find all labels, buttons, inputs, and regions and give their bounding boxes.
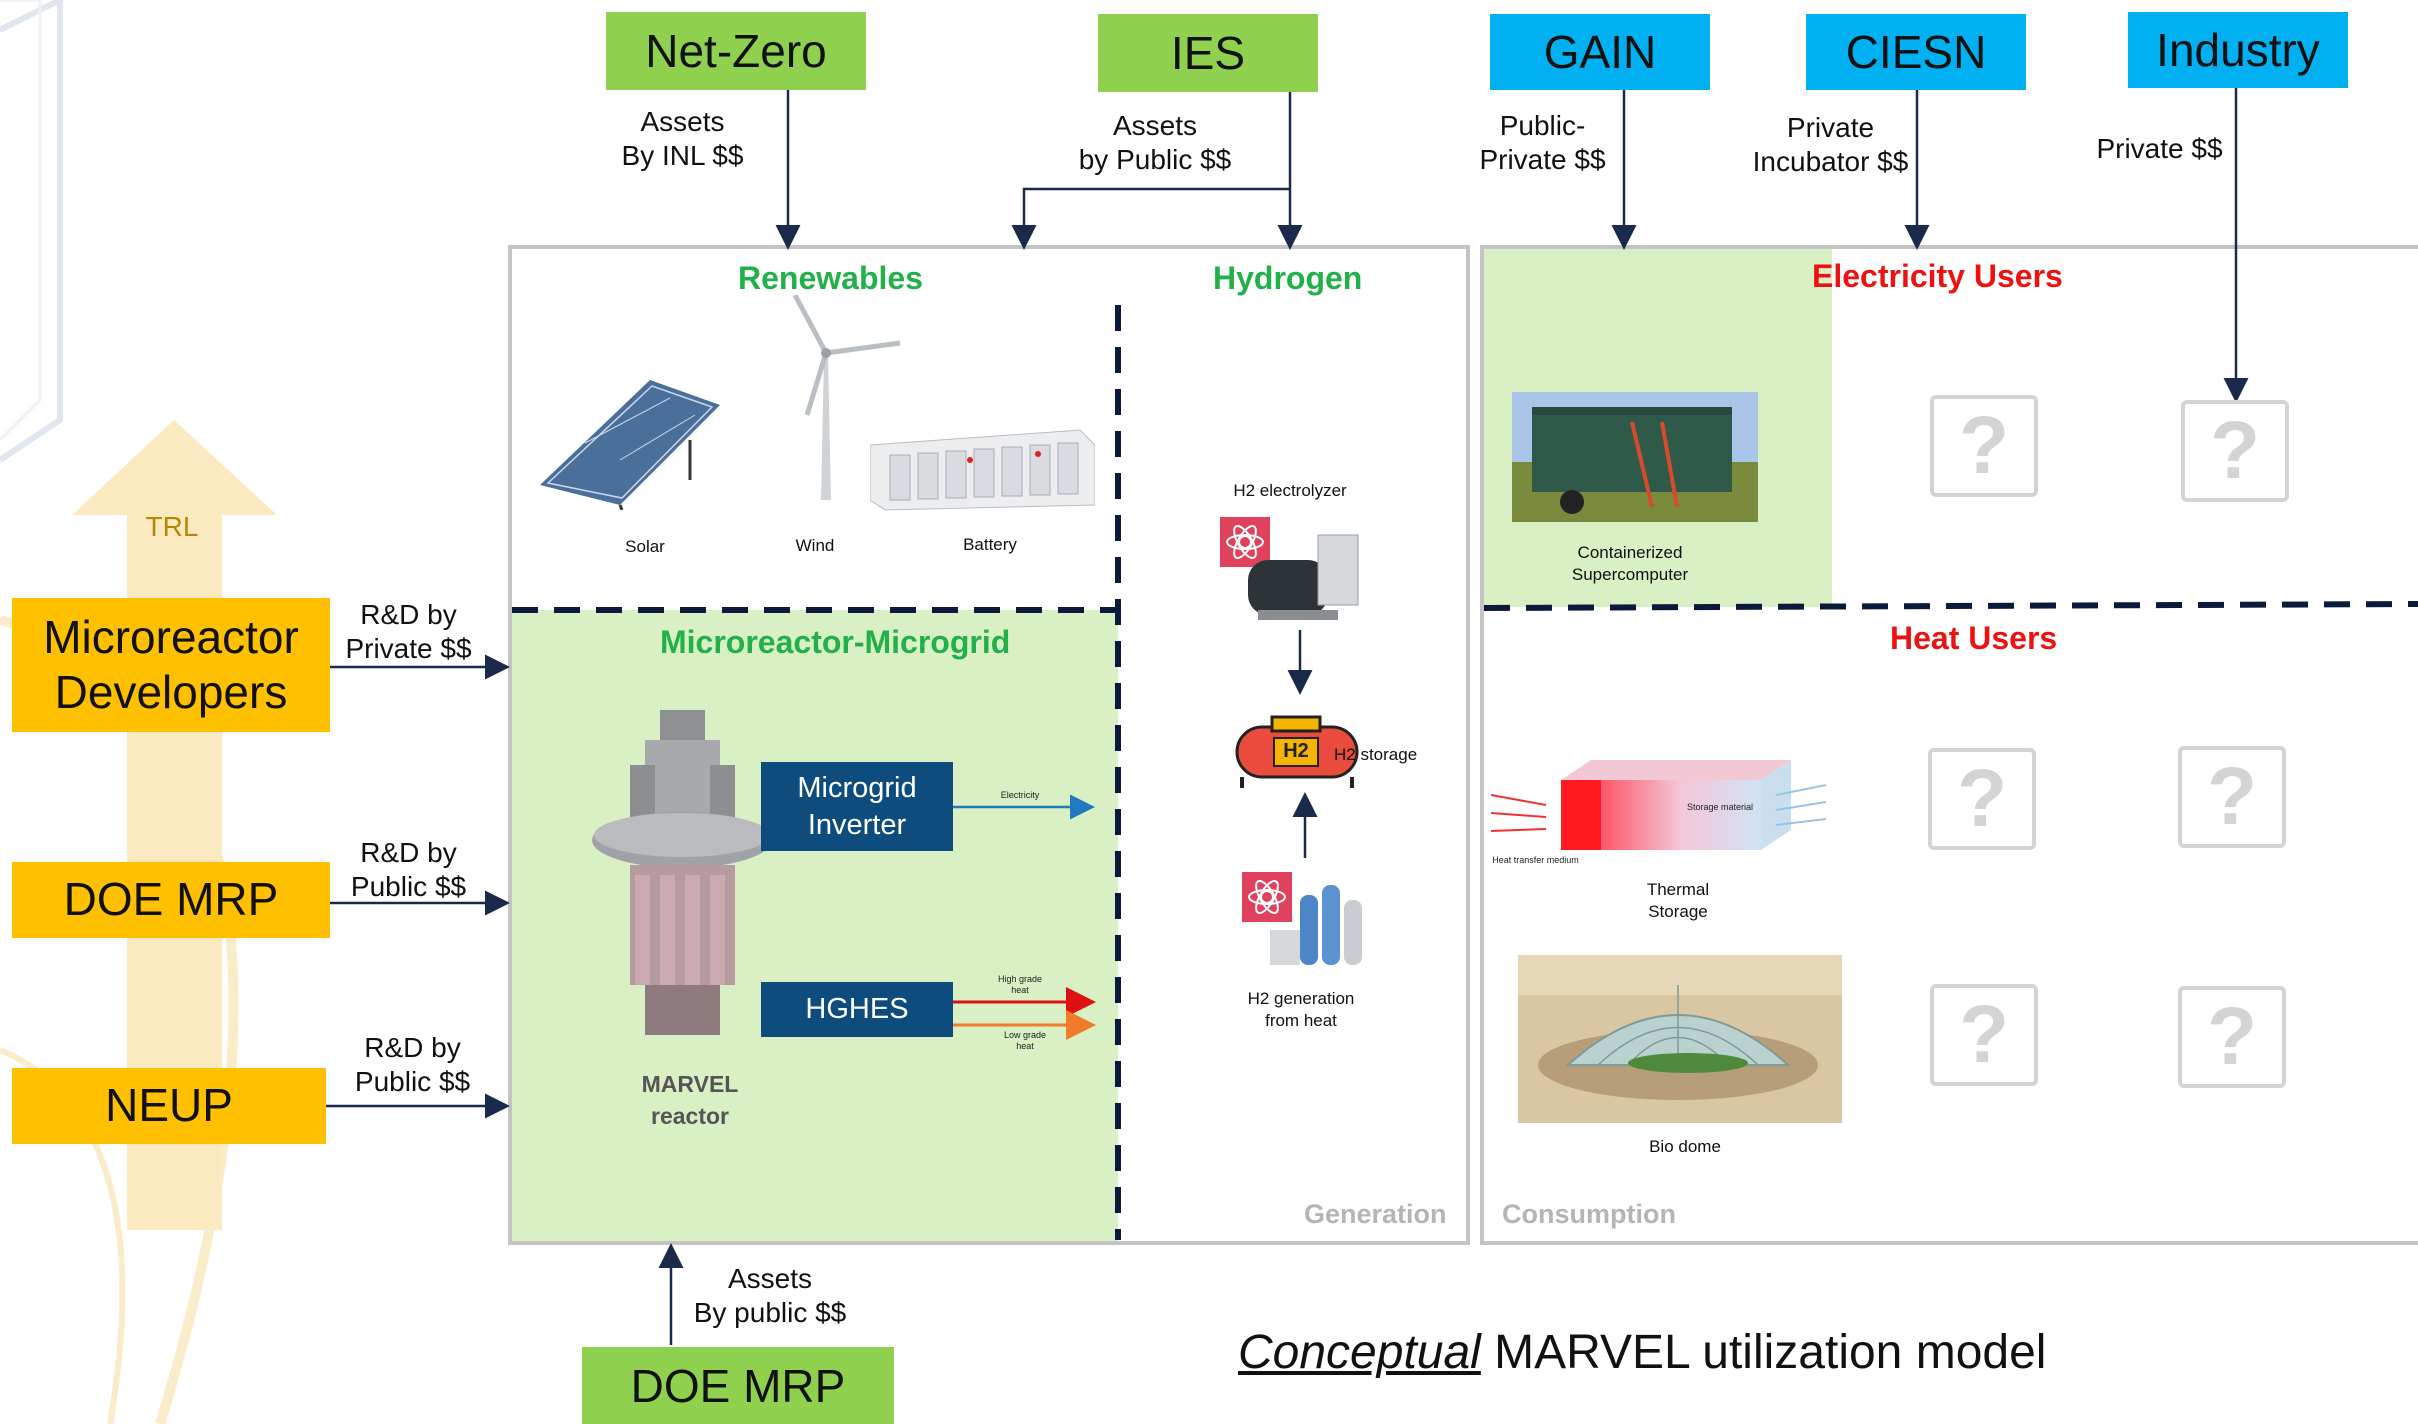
marvel-reactor-image [592, 710, 772, 1035]
marvel-reactor-label: MARVEL reactor [641, 1071, 739, 1130]
battery-label: Battery [963, 535, 1017, 554]
h2-electrolyzer-image [1220, 517, 1359, 620]
developers-funding-label: R&D by Private $$ [345, 599, 472, 665]
ciesn-funding-label: Private Incubator $$ [1752, 112, 1909, 178]
gain-funding-label: Public- Private $$ [1479, 110, 1606, 176]
hghes-box: HGHES [761, 982, 953, 1037]
net-zero-source-box: Net-Zero [606, 12, 866, 90]
caption-rest: MARVEL utilization model [1480, 1326, 2047, 1379]
ies-source-box: IES [1098, 14, 1318, 92]
thermal-storage-image [1490, 760, 1827, 850]
storage-material-label: Storage material [1686, 802, 1754, 812]
doe-mrp-bottom-box: DOE MRP [582, 1347, 894, 1424]
doe-mrp-left-box: DOE MRP [12, 862, 330, 938]
neup-funding-label: R&D by Public $$ [354, 1032, 471, 1098]
battery-image [870, 429, 1095, 511]
gain-source-box: GAIN [1490, 14, 1710, 90]
trl-arrow [72, 420, 277, 1230]
unknown-heat-user-4-icon: ? [2178, 986, 2286, 1088]
industry-source-box: Industry [2128, 12, 2348, 88]
containerized-supercomputer-image [1512, 392, 1758, 522]
generation-region-label: Generation [1304, 1199, 1447, 1229]
microgrid-title: Microreactor-Microgrid [660, 624, 1011, 660]
doe-mrp-funding-label: R&D by Public $$ [350, 837, 467, 903]
diagram-caption: Conceptual MARVEL utilization model [1238, 1325, 2046, 1380]
low-grade-heat-label: Low grade heat [1003, 1030, 1047, 1051]
unknown-heat-user-3-icon: ? [1930, 984, 2038, 1086]
h2-generation-image [1242, 872, 1362, 965]
unknown-heat-user-1-icon: ? [1928, 748, 2036, 850]
electricity-arrow-label: Electricity [1000, 790, 1040, 800]
h2-electrolyzer-label: H2 electrolyzer [1233, 481, 1347, 500]
supercomputer-label: Containerized Supercomputer [1571, 543, 1689, 585]
consumption-region-label: Consumption [1502, 1199, 1676, 1229]
solar-panel-image [540, 380, 720, 510]
microreactor-developers-box: Microreactor Developers [12, 598, 330, 732]
ies-funding-label: Assets by Public $$ [1078, 110, 1232, 176]
microgrid-inverter-box: Microgrid Inverter [761, 762, 953, 851]
hydrogen-title: Hydrogen [1213, 260, 1363, 296]
microgrid-area [512, 610, 1118, 1241]
thermal-storage-label: Thermal Storage [1646, 880, 1710, 922]
electricity-users-title: Electricity Users [1812, 258, 2063, 294]
industry-funding-label: Private $$ [2096, 133, 2223, 164]
consumption-panel [1480, 245, 2418, 1245]
heat-users-title: Heat Users [1890, 620, 2058, 656]
wind-turbine-image [792, 295, 901, 500]
high-grade-heat-label: High grade heat [997, 974, 1043, 995]
trl-label: TRL [145, 511, 199, 542]
unknown-heat-user-2-icon: ? [2178, 746, 2286, 848]
generation-panel [508, 245, 1470, 1245]
h2-storage-icon-text: H2 [1283, 740, 1309, 762]
h2-generation-label: H2 generation from heat [1247, 989, 1355, 1031]
wind-label: Wind [795, 536, 835, 555]
unknown-electricity-user-1-icon: ? [1930, 395, 2038, 497]
doe-mrp-bottom-funding-label: Assets By public $$ [693, 1263, 847, 1329]
bio-dome-label: Bio dome [1649, 1137, 1721, 1156]
bio-dome-image [1518, 955, 1842, 1123]
h2-storage-icon [1235, 715, 1359, 788]
h2-storage-label: H2 storage [1334, 745, 1418, 764]
unknown-electricity-user-2-icon: ? [2181, 400, 2289, 502]
caption-italic: Conceptual [1238, 1326, 1481, 1379]
ciesn-source-box: CIESN [1806, 14, 2026, 90]
renewables-title: Renewables [738, 260, 923, 296]
net-zero-funding-label: Assets By INL $$ [621, 106, 744, 172]
heat-transfer-medium-label: Heat transfer medium [1492, 855, 1579, 865]
solar-label: Solar [625, 537, 665, 556]
neup-box: NEUP [12, 1068, 326, 1144]
